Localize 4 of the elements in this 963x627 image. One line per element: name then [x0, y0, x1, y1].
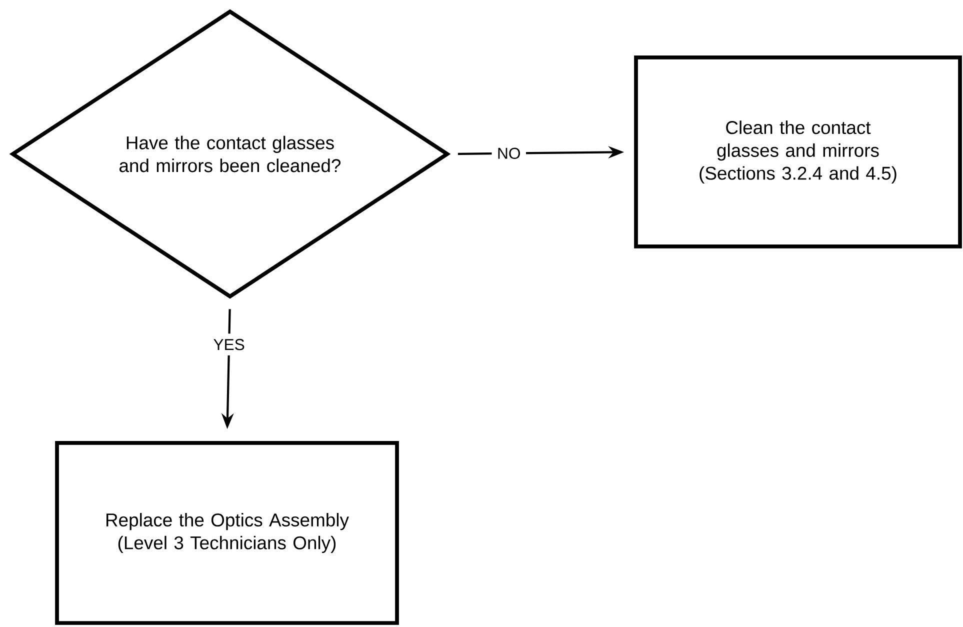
edge-label: NO [492, 142, 526, 164]
process-box: Clean the contact glasses and mirrors (Sections 3.2.4 and 4.5) [634, 56, 962, 248]
edge-label: YES [208, 334, 250, 356]
process-box: Replace the Optics Assembly (Level 3 Technicians Only) [55, 441, 399, 625]
